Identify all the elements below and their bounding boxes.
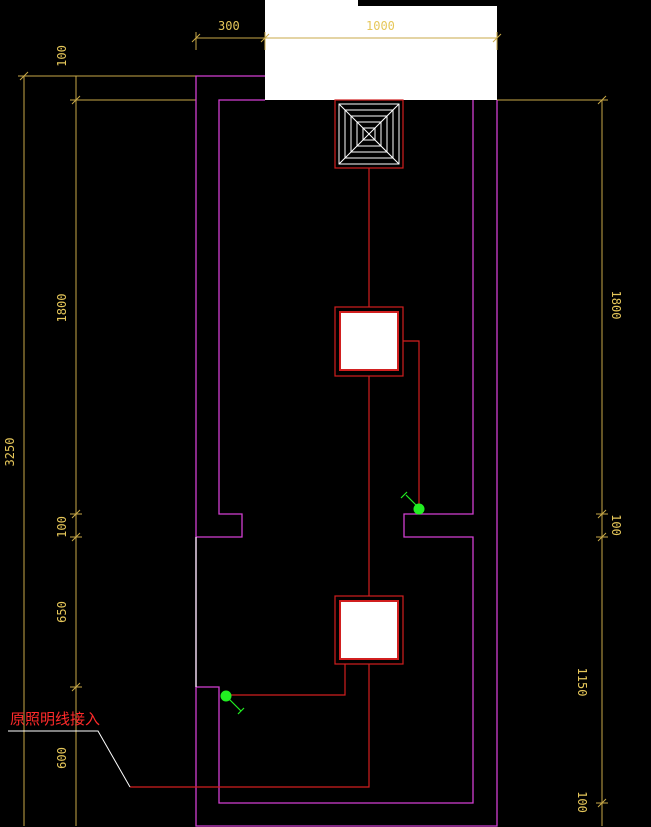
dim-right-2-text: 100 [609,514,623,536]
dim-left-1-text: 100 [55,45,69,67]
dim-left-2-text: 1800 [55,294,69,323]
wall-switch-icon [400,491,425,515]
dim-right-1-text: 1800 [609,291,623,320]
left-inner-dimension: 100 1800 100 650 600 [55,45,196,826]
dim-top-right-text: 1000 [366,19,395,33]
dim-right-4-text: 100 [575,791,589,813]
dim-left-4-text: 650 [55,601,69,623]
exhaust-fan-icon [334,99,404,169]
top-dimension: 300 1000 [191,19,502,50]
outer-wall-left [195,75,498,827]
dim-top-left-text: 300 [218,19,240,33]
ceiling-light-icon [334,306,404,377]
left-total-dimension: 3250 [3,71,196,826]
dim-left-5-text: 600 [55,747,69,769]
dim-left-total-text: 3250 [3,438,17,467]
annotation-label: 原照明线接入 [10,710,100,728]
walls [195,75,498,827]
dim-right-3-text: 1150 [575,668,589,697]
occluded-region [265,0,497,100]
inner-wall [196,99,265,538]
annotation-leader [8,730,131,788]
ceiling-light-icon [334,595,404,665]
wall-switch-icon [220,690,245,715]
wiring [130,168,420,788]
inner-wall-right [196,100,474,804]
right-dimension: 1800 100 1150 100 [497,95,623,826]
dim-left-3-text: 100 [55,516,69,538]
